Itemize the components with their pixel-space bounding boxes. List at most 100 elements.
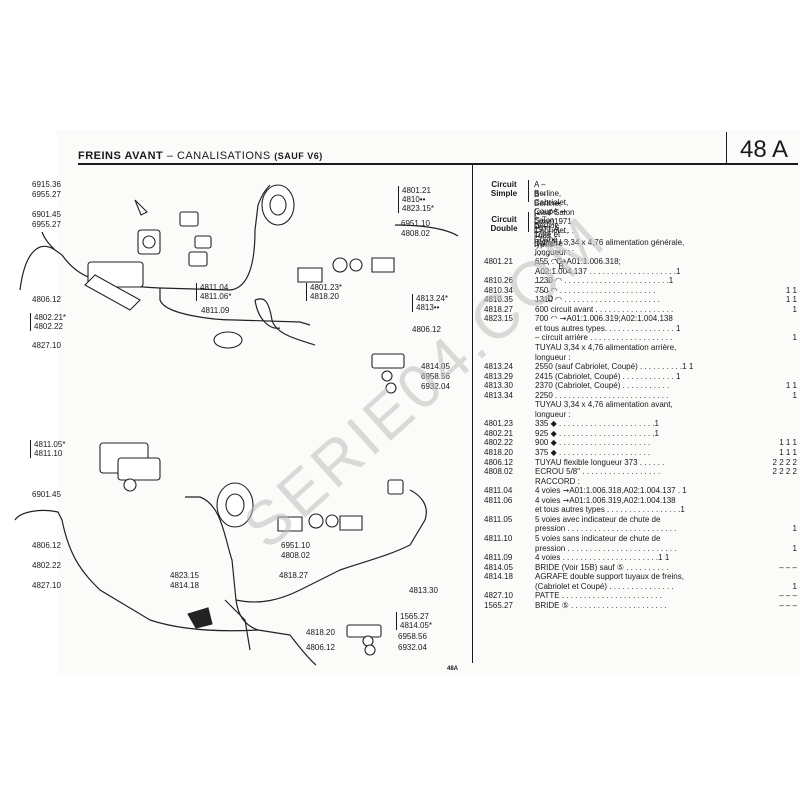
part-ref: 4810.34: [484, 285, 513, 295]
part-desc: 4 voies ➞A01:1.006.318,A02:1.004.137 . 1: [535, 486, 687, 496]
part-desc: 4 voies ➞A01:1.006.319,A02:1.004.138: [535, 495, 676, 505]
part-ref: 4813.24: [484, 362, 513, 372]
part-row: TUYAU 3,34 x 4,76 alimentation arrière,: [477, 343, 797, 353]
part-q: 1 1: [785, 381, 797, 391]
callout-6958-56: 6958.56: [421, 372, 450, 381]
callout-4808-02: 4808.02: [281, 551, 310, 560]
part-row: et tous autres types. . . . . . . . . . …: [477, 324, 797, 334]
part-row: A02:1.004.137 . . . . . . . . . . . . . …: [477, 267, 797, 277]
callout-4827-10: 4827.10: [32, 341, 61, 350]
callout-6901-45: 6901.45: [32, 490, 61, 499]
callout-6932-04: 6932.04: [398, 643, 427, 652]
callout-4813-group: 4813.24*4813••: [412, 294, 448, 312]
part-ref: 4808.02: [484, 467, 513, 477]
callout-6955-27: 6955.27: [32, 190, 61, 199]
part-ref: 4827.10: [484, 591, 513, 601]
callout-4808-02: 4808.02: [401, 229, 430, 238]
part-q: – – –: [779, 600, 797, 610]
part-desc: 1230 ◠ . . . . . . . . . . . . . . . . .…: [535, 276, 674, 286]
part-desc: 2370 (Cabriolet, Coupé) . . . . . . . . …: [535, 381, 670, 391]
part-desc: 2415 (Cabriolet, Coupé) . . . . . . . . …: [535, 371, 681, 381]
part-q: 1 1 1: [779, 448, 797, 458]
part-desc: et tous autres types . . . . . . . . . .…: [535, 505, 685, 515]
part-ref: 4810.35: [484, 295, 513, 305]
part-q: 2 2 2 2: [772, 467, 797, 477]
parts-list: TUYAU 3,34 x 4,76 alimentation générale,…: [477, 238, 797, 610]
callout-6951-10: 6951.10: [281, 541, 310, 550]
part-ref: 4811.04: [484, 486, 513, 496]
part-row: – circuit arrière . . . . . . . . . . . …: [477, 333, 797, 343]
part-row: pression . . . . . . . . . . . . . . . .…: [477, 544, 797, 554]
callout-4818-27: 4818.27: [279, 571, 308, 580]
part-q: – – –: [779, 591, 797, 601]
part-row: longueur :: [477, 353, 797, 363]
part-ref: 4801.21: [484, 257, 513, 267]
part-ref: 4811.10: [484, 533, 513, 543]
callout-4806-12: 4806.12: [306, 643, 335, 652]
part-desc: 5 voies sans indicateur de chute de: [535, 533, 661, 543]
callout-4806-12: 4806.12: [32, 295, 61, 304]
part-q: 1: [792, 333, 797, 343]
part-q: 1 1 1: [779, 438, 797, 448]
part-desc: – circuit arrière . . . . . . . . . . . …: [535, 333, 673, 343]
part-ref: 4814.05: [484, 562, 513, 572]
callout-4811-09: 4811.09: [201, 306, 230, 315]
header-rule: [78, 163, 798, 165]
callout-4827-10: 4827.10: [32, 581, 61, 590]
part-ref: 4813.29: [484, 371, 513, 381]
part-row: longueur :: [477, 410, 797, 420]
legend-b1: B – Berline, (sauf Luxe), Cabriolet, Cou…: [534, 190, 569, 244]
part-desc: AGRAFE double support tuyaux de freins,: [535, 572, 684, 582]
part-row: pression . . . . . . . . . . . . . . . .…: [477, 524, 797, 534]
part-desc: ECROU 5/8" . . . . . . . . . . . . . . .…: [535, 467, 661, 477]
callout-6901-45: 6901.45: [32, 210, 61, 219]
part-desc: 700 ◠ ➞A01:1.006.319;A02:1.004.138: [535, 314, 673, 324]
callout-6958-56: 6958.56: [398, 632, 427, 641]
part-desc: PATTE . . . . . . . . . . . . . . . . . …: [535, 591, 662, 601]
part-row: 4811.10 5 voies sans indicateur de chute …: [477, 534, 797, 544]
callout-4814-18: 4814.18: [170, 581, 199, 590]
part-row: TUYAU 3,34 x 4,76 alimentation avant,: [477, 400, 797, 410]
column-divider: [472, 163, 473, 663]
part-desc: 900 ◆ . . . . . . . . . . . . . . . . . …: [535, 438, 651, 448]
callout-6915-36: 6915.36: [32, 180, 61, 189]
part-ref: 1565.27: [484, 600, 513, 610]
part-desc: BRIDE ⑤ . . . . . . . . . . . . . . . . …: [535, 600, 667, 610]
callout-4823-15: 4823.15: [170, 571, 199, 580]
part-q: 1: [792, 304, 797, 314]
part-desc: TUYAU flexible longueur 373 . . . . . .: [535, 457, 665, 467]
callout-4806-12: 4806.12: [412, 325, 441, 334]
legend-b2: ➞ Salon 1971 . . . . . . . . . . . . . .…: [554, 199, 575, 271]
callout-4813-30: 4813.30: [409, 586, 438, 595]
part-row: RACCORD :: [477, 477, 797, 487]
part-ref: 4814.18: [484, 572, 513, 582]
part-row: 4811.04 4 voies ➞A01:1.006.318,A02:1.004.…: [477, 486, 797, 496]
legend-bracket: [528, 180, 529, 202]
part-desc: pression . . . . . . . . . . . . . . . .…: [535, 524, 677, 534]
part-q: 1 1: [785, 295, 797, 305]
part-q: 1 1: [785, 285, 797, 295]
part-desc: A02:1.004.137 . . . . . . . . . . . . . …: [535, 266, 681, 276]
page-title: FREINS AVANT – CANALISATIONS (SAUF V6): [78, 150, 323, 162]
part-ref: 4810.26: [484, 276, 513, 286]
part-ref: 4813.34: [484, 390, 513, 400]
part-q: 1: [792, 524, 797, 534]
part-desc: TUYAU 3,34 x 4,76 alimentation arrière,: [535, 343, 677, 353]
callout-4811-05-group: 4811.05*4811.10: [30, 440, 65, 458]
